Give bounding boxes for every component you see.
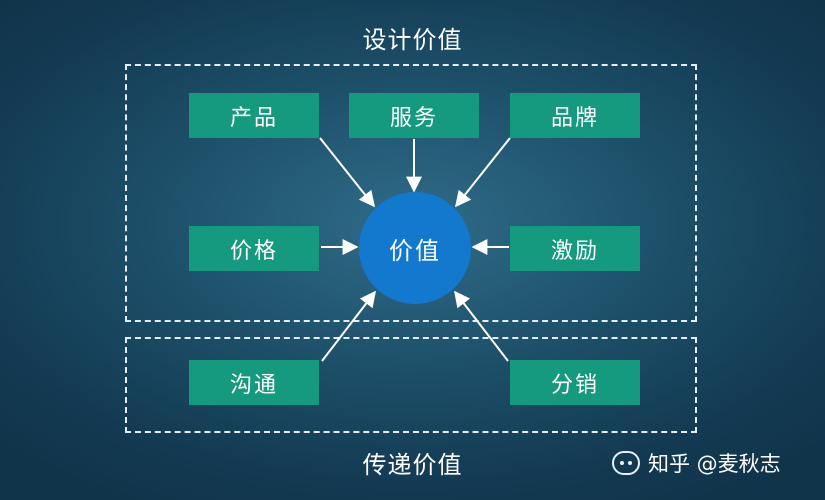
arrow-product-to-value [319,137,375,208]
node-incentive: 激励 [510,226,640,271]
arrow-distribution-to-value [454,290,509,362]
wechat-icon [612,451,640,475]
arrow-communication-to-value [321,290,376,362]
design-value-group [125,64,697,322]
title-deliver-value: 传递价值 [362,451,463,479]
node-value-center: 价值 [359,192,471,304]
watermark: 知乎 @麦秋志 [612,449,781,477]
node-distribution: 分销 [510,360,640,405]
node-brand: 品牌 [510,93,640,138]
deliver-value-group [125,337,697,433]
arrow-brand-to-value [455,137,511,208]
node-communication: 沟通 [189,360,319,405]
node-service: 服务 [349,93,479,138]
watermark-text: 知乎 @麦秋志 [648,452,781,476]
node-product: 产品 [189,93,319,138]
title-design-value: 设计价值 [362,26,463,54]
node-price: 价格 [189,226,319,271]
